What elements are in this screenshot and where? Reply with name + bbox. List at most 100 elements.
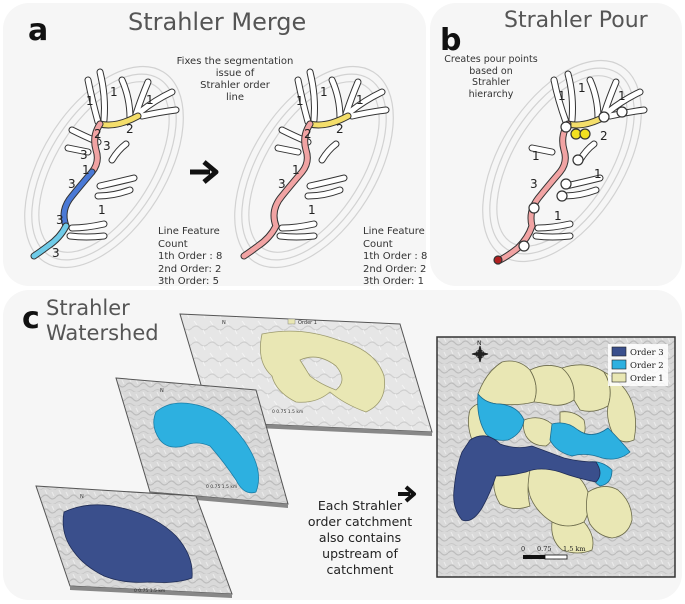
order-3-main-catchment xyxy=(453,435,601,522)
pour-label-1e: 1 xyxy=(594,167,602,181)
right-label-3a: 3 xyxy=(278,177,286,191)
right-count-first: 1th Order : 8 xyxy=(363,251,428,262)
left-label-1e: 1 xyxy=(98,203,106,217)
legend-swatch-order-2 xyxy=(611,359,627,370)
watershed-map: N Order 3 Order 2 Order 1 0 0.75 1.5 km xyxy=(436,336,676,578)
right-count-block: Line Feature Count 1th Order : 8 2nd Ord… xyxy=(363,226,427,289)
left-basin-outline xyxy=(24,65,184,269)
left-count-third: 3th Order: 5 xyxy=(158,276,219,287)
right-label-2b: 2 xyxy=(304,127,312,141)
scale-tick-0: 0 xyxy=(521,545,525,553)
layer-scale-1: 0 0.75 1.5 km xyxy=(272,409,303,415)
map-scale-bar: 0 0.75 1.5 km xyxy=(521,545,586,560)
left-network: 1 1 1 2 2 3 3 3 1 3 1 3 xyxy=(24,65,184,269)
right-label-1e: 1 xyxy=(308,203,316,217)
layer-legend-text: Order 1 xyxy=(298,320,317,326)
right-count-third: 3th Order: 1 xyxy=(363,276,424,287)
left-order-labels: 1 1 1 2 2 3 3 3 1 3 1 3 xyxy=(52,85,154,260)
pour-point-yellow xyxy=(579,128,591,140)
panel-c-label: c xyxy=(22,301,40,336)
left-label-3c: 3 xyxy=(68,177,76,191)
order-1-catchments xyxy=(468,360,636,554)
right-arrow-icon-c xyxy=(398,485,416,503)
left-count-block: Line Feature Count 1th Order : 8 2nd Ord… xyxy=(158,226,222,289)
pour-label-1c: 1 xyxy=(618,89,626,103)
pour-label-2a: 2 xyxy=(600,129,608,143)
left-label-3d: 3 xyxy=(56,213,64,227)
left-pink-segment xyxy=(89,121,103,175)
right-third-order-stream xyxy=(241,121,313,259)
scale-tick-1: 0.75 xyxy=(537,545,551,553)
pour-third-order-stream xyxy=(497,121,571,263)
right-count-second: 2nd Order: 2 xyxy=(363,263,427,275)
left-label-3e: 3 xyxy=(52,246,60,260)
left-label-1b: 1 xyxy=(110,85,118,99)
scale-tick-2: 1.5 km xyxy=(563,545,586,553)
pour-label-3a: 3 xyxy=(530,177,538,191)
pour-point xyxy=(556,190,568,202)
pour-point xyxy=(598,111,610,123)
left-label-1d: 1 xyxy=(82,163,90,177)
layer-order-3: 0 0.75 1.5 km N xyxy=(35,485,233,598)
layer-order-2: 0 0.75 1.5 km N xyxy=(115,377,289,508)
left-count-first: 1th Order : 8 xyxy=(158,251,223,262)
left-label-3a: 3 xyxy=(80,148,88,162)
layer-compass-2: N xyxy=(160,388,164,394)
panel-b-title: Strahler Pour xyxy=(504,8,648,33)
legend-swatch-order-1 xyxy=(611,372,627,383)
right-label-2a: 2 xyxy=(336,122,344,136)
right-count-heading: Line Feature Count xyxy=(363,226,425,250)
legend-label-order-1: Order 1 xyxy=(630,374,664,384)
legend-swatch-order-3 xyxy=(611,346,627,357)
compass-icon xyxy=(471,345,489,363)
right-label-1a: 1 xyxy=(296,94,304,108)
left-blue-segment xyxy=(61,169,95,229)
right-arrow-icon xyxy=(190,160,219,184)
layer-compass-3: N xyxy=(80,494,84,500)
left-label-2a: 2 xyxy=(126,122,134,136)
pour-order-labels: 1 1 1 2 1 1 3 1 xyxy=(530,81,626,223)
panel-b-label: b xyxy=(440,23,462,58)
pour-network: 1 1 1 2 1 1 3 1 xyxy=(482,59,648,265)
right-order-labels: 1 1 1 2 2 1 3 1 xyxy=(278,85,364,217)
left-count-second: 2nd Order: 2 xyxy=(158,263,222,275)
pour-point xyxy=(572,154,584,166)
legend-label-order-3: Order 3 xyxy=(630,348,664,358)
layer-scale-2: 0 0.75 1.5 km xyxy=(206,484,237,490)
pour-point xyxy=(518,240,530,252)
compass-n-label: N xyxy=(477,340,482,347)
order-3-catchment xyxy=(62,504,193,583)
left-label-1c: 1 xyxy=(146,93,154,107)
pour-points xyxy=(493,106,628,265)
outlet-point xyxy=(493,255,503,265)
right-basin-outline xyxy=(234,65,394,269)
pour-label-1b: 1 xyxy=(578,81,586,95)
right-label-1c: 1 xyxy=(356,93,364,107)
pour-label-1a: 1 xyxy=(558,89,566,103)
left-label-1a: 1 xyxy=(86,94,94,108)
left-label-3b: 3 xyxy=(103,139,111,153)
map-legend: Order 3 Order 2 Order 1 xyxy=(608,344,668,386)
merge-note: Fixes the segmentation issue of Strahler… xyxy=(176,56,294,103)
pour-label-1d: 1 xyxy=(532,149,540,163)
right-label-1d: 1 xyxy=(292,163,300,177)
legend-label-order-2: Order 2 xyxy=(630,361,664,371)
left-cyan-segment xyxy=(31,223,69,259)
left-count-heading: Line Feature Count xyxy=(158,226,220,250)
left-label-2b: 2 xyxy=(94,127,102,141)
pour-point xyxy=(560,178,572,190)
panel-a-label: a xyxy=(28,13,49,48)
watershed-description: Each Strahler order catchment also conta… xyxy=(307,498,413,577)
pour-label-1f: 1 xyxy=(554,209,562,223)
right-network: 1 1 1 2 2 1 3 1 xyxy=(234,65,394,269)
pour-note: Creates pour points based on Strahler hi… xyxy=(444,54,538,100)
right-label-1b: 1 xyxy=(320,85,328,99)
panel-c-title: Strahler Watershed xyxy=(46,296,159,345)
panel-a-title: Strahler Merge xyxy=(128,8,307,36)
pour-point xyxy=(616,106,628,118)
layer-scale-3: 0 0.75 1.5 km xyxy=(134,588,165,594)
order-2-catchment xyxy=(153,402,259,494)
pour-point xyxy=(528,202,540,214)
layer-compass-1: N xyxy=(222,320,226,326)
